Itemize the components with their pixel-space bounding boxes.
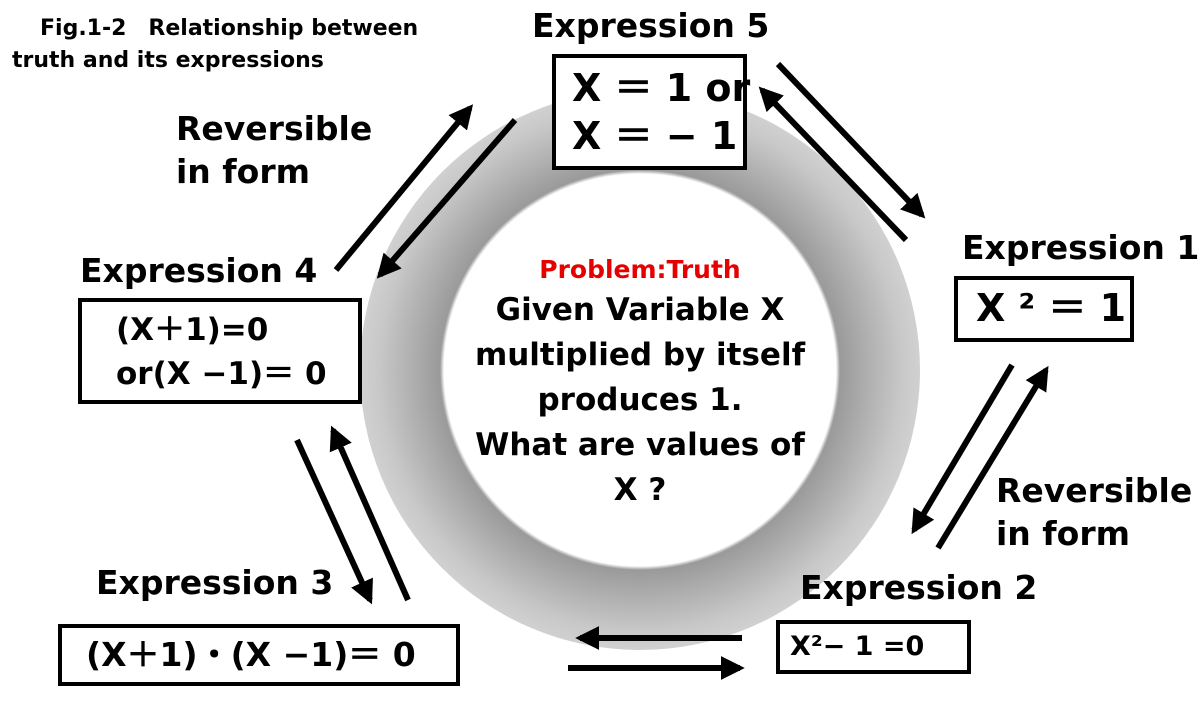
expression2-title: Expression 2 (800, 568, 1038, 607)
problem-label: Problem:Truth (539, 255, 741, 284)
arrow-e5-to-e4 (376, 118, 518, 279)
reversible-right-line2: in form (996, 513, 1130, 553)
expression4-box: (X＋1)=0 or(X −1)＝ 0 (78, 298, 362, 404)
arrow-e1-to-e5 (758, 86, 909, 243)
expression2-line1: X²− 1 =0 (790, 631, 925, 662)
expression1-box: X ² ＝ 1 (954, 276, 1134, 342)
expression4-line1: (X＋1)=0 (116, 312, 269, 348)
problem-line-3: produces 1. (537, 382, 743, 418)
problem-line-5: X ? (613, 472, 667, 508)
figure-caption-line1: Fig.1-2 Relationship between (40, 16, 419, 41)
arrow-e4-to-e3 (294, 438, 373, 605)
expression5-line2: X ＝ − 1 (572, 114, 738, 158)
reversible-label-right: Reversible in form (996, 470, 1192, 556)
reversible-left-line1: Reversible (176, 109, 373, 148)
arrow-e4-to-e5 (333, 104, 474, 272)
arrow-e2-to-e1 (935, 365, 1049, 550)
figure-caption-line2: truth and its expressions (12, 48, 324, 73)
arrow-e1-to-e2 (911, 363, 1015, 535)
arrow-e5-to-e1 (775, 61, 926, 219)
expression5-line1: X ＝ 1 or (572, 66, 751, 110)
gradient-ring (360, 90, 920, 650)
expression5-title: Expression 5 (532, 6, 770, 45)
expression3-box: (X＋1)・(X −1)＝ 0 (58, 624, 460, 686)
expression3-title: Expression 3 (96, 563, 334, 602)
reversible-right-line1: Reversible (996, 471, 1193, 510)
expression5-box: X ＝ 1 or X ＝ − 1 (552, 54, 751, 170)
problem-line-1: Given Variable X (495, 292, 785, 328)
expression4-line2: or(X −1)＝ 0 (116, 356, 327, 392)
arrow-e3-to-e4 (329, 425, 411, 602)
center-problem: Problem:Truth Given Variable X multiplie… (470, 255, 810, 513)
expression4-title: Expression 4 (80, 251, 318, 290)
problem-line-2: multiplied by itself (474, 337, 806, 373)
reversible-left-line2: in form (176, 151, 310, 191)
expression2-box: X²− 1 =0 (776, 620, 971, 674)
expression3-line1: (X＋1)・(X −1)＝ 0 (86, 635, 416, 674)
reversible-label-left: Reversible in form (176, 108, 372, 194)
problem-line-4: What are values of (475, 427, 805, 463)
expression1-line1: X ² ＝ 1 (976, 286, 1127, 330)
expression1-title: Expression 1 (962, 228, 1200, 267)
